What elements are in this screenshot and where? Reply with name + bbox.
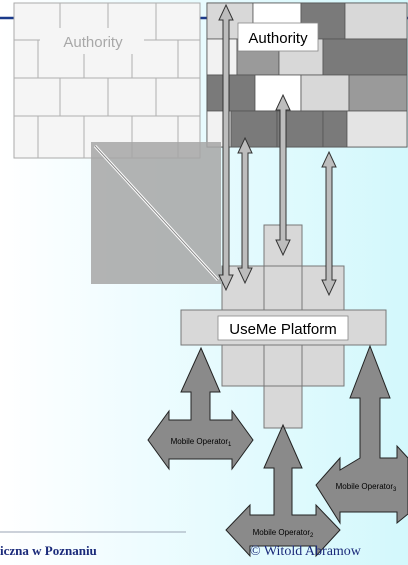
platform-label: UseMe Platform bbox=[229, 321, 337, 338]
operator-3-subscript: 3 bbox=[393, 487, 397, 493]
authority-left-label: Authority bbox=[63, 34, 123, 51]
operator-1-name: Mobile Operator bbox=[171, 437, 229, 446]
operator-3-name: Mobile Operator bbox=[336, 482, 394, 491]
double-arrow-1 bbox=[218, 3, 234, 292]
authority-wall-left: Authority bbox=[13, 2, 201, 159]
double-arrow-4 bbox=[321, 150, 337, 297]
operator-3-arrow bbox=[315, 344, 408, 525]
transition-block bbox=[91, 142, 221, 284]
double-arrow-2 bbox=[237, 136, 253, 285]
authority-right-label: Authority bbox=[248, 30, 308, 47]
useme-platform: UseMe Platform bbox=[180, 224, 387, 429]
operator-arrows bbox=[147, 344, 408, 558]
operator-2-label: Mobile Operator2 bbox=[253, 528, 314, 539]
operator-1-subscript: 1 bbox=[228, 442, 232, 448]
connection-arrows bbox=[218, 3, 337, 297]
operator-1-arrow bbox=[147, 346, 254, 471]
operator-2-subscript: 2 bbox=[310, 533, 314, 539]
operator-3-label: Mobile Operator3 bbox=[336, 482, 397, 493]
operator-1-label: Mobile Operator1 bbox=[171, 437, 232, 448]
footer-university: iczna w Poznaniu bbox=[0, 543, 97, 558]
authority-wall-right: Authority bbox=[206, 2, 408, 148]
footer-copyright: © Witold Abramow bbox=[250, 544, 362, 559]
double-arrow-3 bbox=[275, 93, 291, 257]
operator-2-name: Mobile Operator bbox=[253, 528, 311, 537]
operator-2-arrow bbox=[225, 423, 341, 558]
